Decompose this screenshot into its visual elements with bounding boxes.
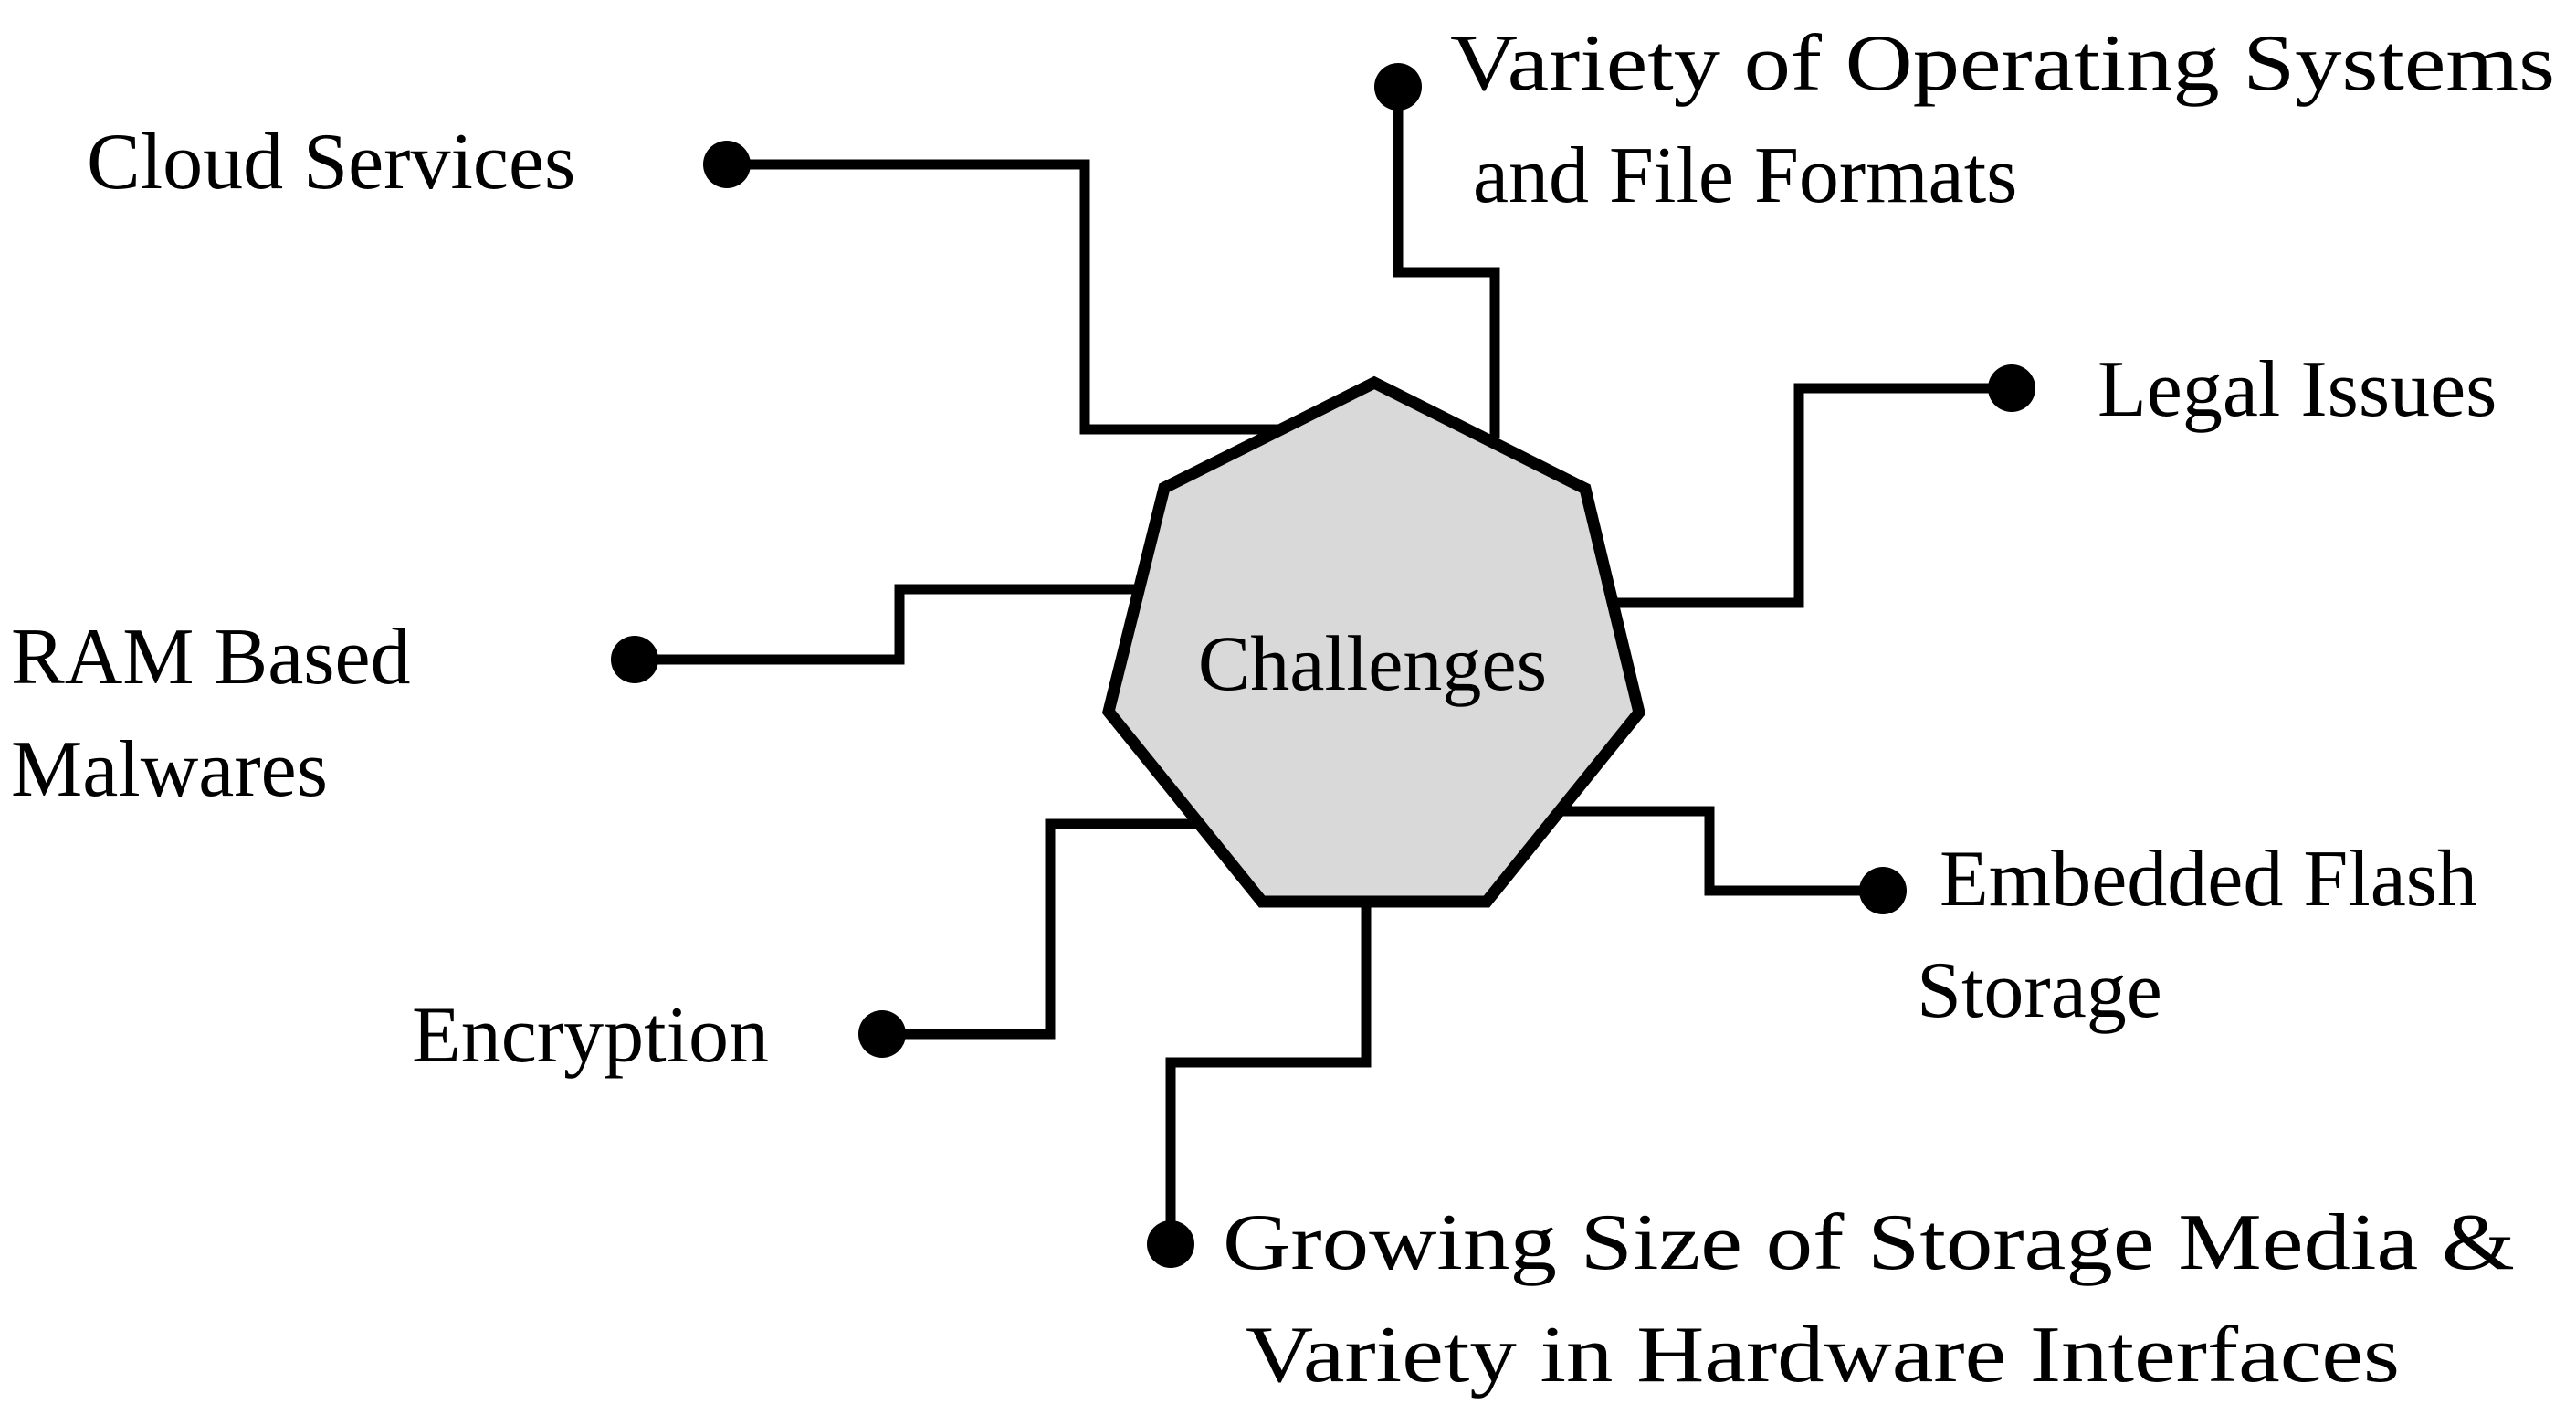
dot-encryption — [858, 1010, 906, 1058]
connectors — [635, 87, 2012, 1244]
dot-storage-media — [1147, 1220, 1194, 1268]
endpoint-dots — [611, 63, 2035, 1268]
label-cloud-services: Cloud Services — [87, 118, 575, 206]
label-legal-issues: Legal Issues — [2098, 345, 2497, 434]
connector-encryption — [882, 818, 1196, 1040]
challenges-heptagon — [1101, 375, 1646, 908]
connector-ram-malwares — [635, 584, 1137, 665]
label-storage-media-line2: Variety in Hardware Interfaces — [1246, 1311, 2400, 1399]
label-os-file-formats-line1: Variety of Operating Systems — [1450, 19, 2555, 108]
dot-os-file-formats — [1374, 63, 1422, 111]
dot-legal-issues — [1988, 364, 2035, 412]
label-storage-media-line1: Growing Size of Storage Media & — [1223, 1198, 2515, 1287]
connector-storage-media — [1165, 891, 1372, 1244]
label-encryption: Encryption — [412, 991, 769, 1080]
label-ram-malwares-line1: RAM Based — [11, 613, 411, 702]
dot-cloud-services — [703, 141, 751, 188]
label-embedded-flash-line1: Embedded Flash — [1940, 835, 2477, 924]
connector-os-file-formats — [1393, 87, 1500, 438]
dot-ram-malwares — [611, 636, 658, 683]
connector-embedded-flash — [1561, 806, 1883, 896]
challenge-labels: Cloud Services Variety of Operating Syst… — [11, 19, 2555, 1399]
label-os-file-formats-line2: and File Formats — [1473, 132, 2017, 220]
connector-legal-issues — [1612, 383, 2012, 608]
label-embedded-flash-line2: Storage — [1917, 946, 2162, 1035]
label-ram-malwares-line2: Malwares — [11, 725, 328, 814]
connector-cloud-services — [727, 159, 1288, 435]
dot-embedded-flash — [1859, 867, 1907, 914]
center-label: Challenges — [1198, 619, 1547, 707]
